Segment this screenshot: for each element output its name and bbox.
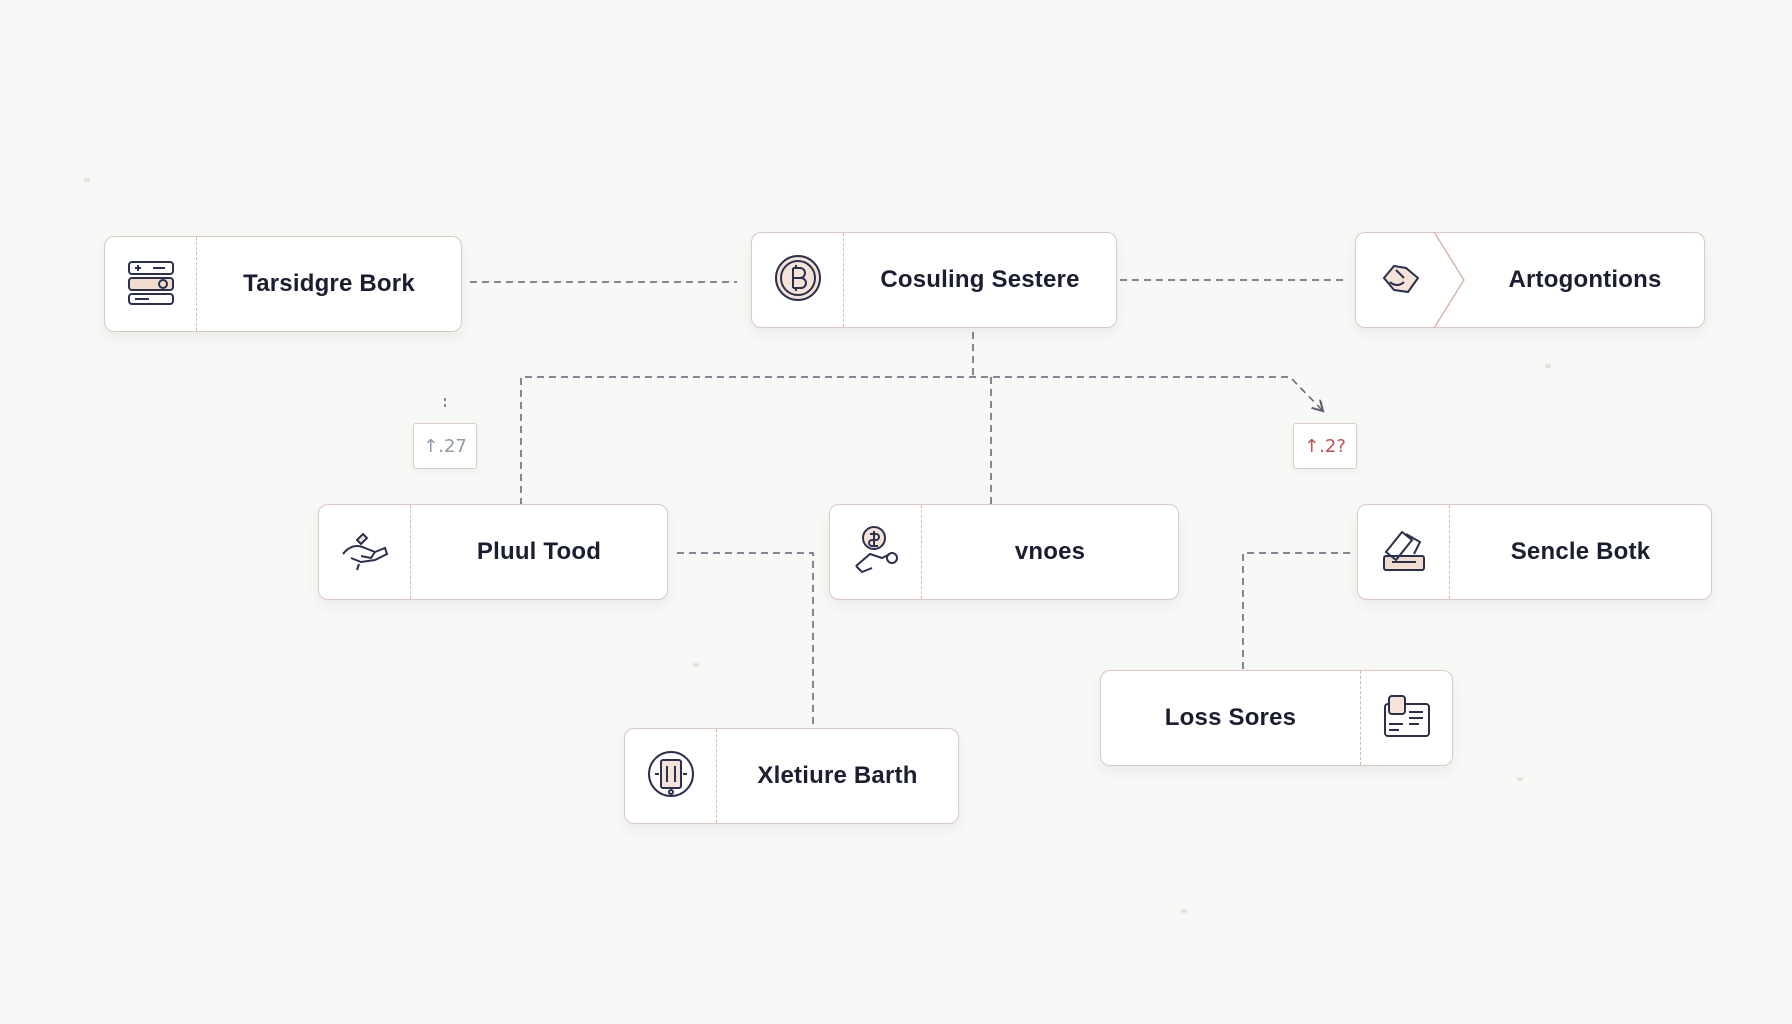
connector-trunk <box>520 376 1322 505</box>
node-label: vnoes <box>1014 538 1086 565</box>
badge-text: ↑.27 <box>423 435 467 457</box>
node-icon-cell <box>830 505 922 599</box>
node-icon-cell <box>1356 232 1465 328</box>
node-label: Pluul Tood <box>476 538 602 565</box>
connector-n6-n7 <box>1242 552 1350 670</box>
node-label: Tarsidgre Bork <box>243 270 415 297</box>
chevron-divider-icon <box>1433 232 1465 328</box>
decorative-speck <box>84 178 90 182</box>
node-vnoes[interactable]: vnoes <box>829 504 1179 600</box>
node-xletiure-barth[interactable]: Xletiure Barth <box>624 728 959 824</box>
decorative-speck <box>1545 364 1551 368</box>
node-icon-cell <box>752 233 844 327</box>
node-icon-cell <box>105 237 197 331</box>
value-badge-left: ↑.27 <box>413 423 477 469</box>
money-bag-hand-icon <box>848 522 904 583</box>
decorative-speck <box>1517 777 1523 781</box>
node-sencle-botk[interactable]: Sencle Botk <box>1357 504 1712 600</box>
vault-safe-icon <box>643 746 699 807</box>
node-label: Cosuling Sestere <box>880 266 1080 293</box>
stacked-cash-icon <box>1376 522 1432 583</box>
node-cosuling-sestere[interactable]: Cosuling Sestere <box>751 232 1117 328</box>
badge-text: ↑.2? <box>1304 435 1346 457</box>
node-label: Xletiure Barth <box>757 762 918 789</box>
node-loss-sores[interactable]: Loss Sores <box>1100 670 1453 766</box>
node-label: Artogontions <box>1508 266 1662 293</box>
decorative-speck <box>693 663 699 667</box>
handshake-icon <box>1376 252 1428 309</box>
bitcoin-coin-icon <box>772 252 824 309</box>
node-icon-cell <box>319 505 411 599</box>
node-pluul-tood[interactable]: Pluul Tood <box>318 504 668 600</box>
value-badge-right: ↑.2? <box>1293 423 1357 469</box>
node-icon-cell <box>1360 671 1452 765</box>
node-icon-cell <box>625 729 717 823</box>
decorative-speck <box>1181 909 1187 913</box>
node-label: Loss Sores <box>1164 704 1297 731</box>
node-tarsidgre-bork[interactable]: Tarsidgre Bork <box>104 236 462 332</box>
ledger-document-icon <box>1379 688 1435 749</box>
node-label: Sencle Botk <box>1510 538 1651 565</box>
connector-n4-n8 <box>677 552 814 728</box>
storage-panel-icon <box>123 254 179 315</box>
hand-lending-icon <box>337 524 393 581</box>
node-icon-cell <box>1358 505 1450 599</box>
node-artogontions[interactable]: Artogontions <box>1355 232 1705 328</box>
